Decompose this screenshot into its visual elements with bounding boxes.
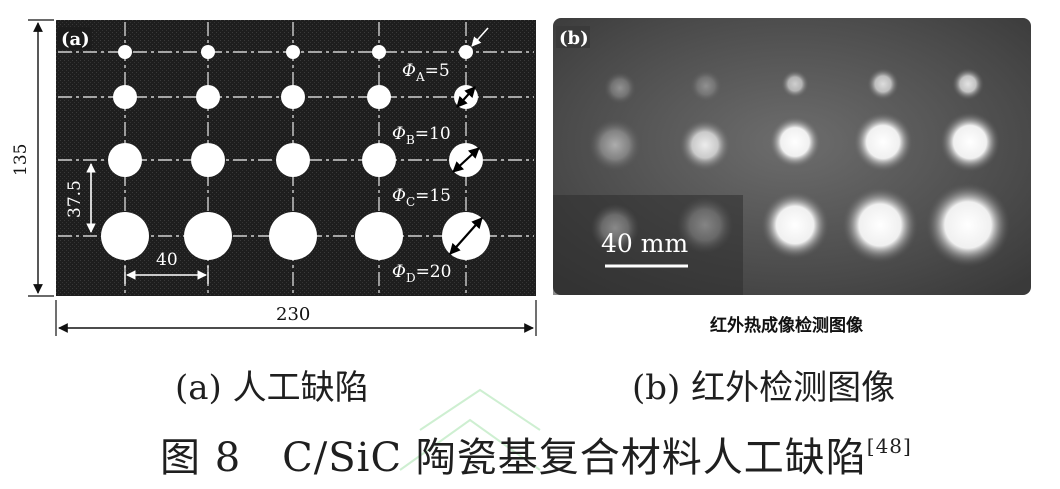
dim-spacing-y: 37.5: [65, 163, 96, 233]
figure-title-text: 图 8 C/SiC 陶瓷基复合材料人工缺陷: [160, 435, 867, 481]
dim-width-label: 230: [276, 304, 310, 325]
phi-c-label: ΦC=15: [392, 186, 451, 209]
figure-reference: [48]: [866, 434, 912, 458]
dim-spacing-x-label: 40: [156, 250, 178, 270]
dim-spacing-x: 40: [124, 250, 209, 284]
dim-width: 230: [55, 300, 537, 336]
caption-a: (a) 人工缺陷: [175, 368, 369, 408]
diameter-arrows: [449, 86, 483, 255]
defect-holes: [101, 45, 490, 260]
ir-hotspots: [589, 68, 1010, 267]
panel-b-label: (b): [559, 28, 589, 49]
ir-caption-label: 红外热成像检测图像: [710, 316, 863, 336]
phi-d-label: ΦD=20: [392, 262, 451, 285]
scale-bar-label: 40 mm: [601, 229, 688, 258]
panel-a-label: (a): [61, 29, 90, 50]
dim-height-label: 135: [11, 144, 31, 176]
diameter-labels: ΦA=5 ΦB=10 ΦC=15 ΦD=20: [392, 61, 451, 285]
figure-title: 图 8 C/SiC 陶瓷基复合材料人工缺陷[48]: [160, 425, 912, 483]
panel-a-label-bg: [58, 27, 92, 49]
panel-b: 40 mm (b): [553, 18, 1031, 295]
caption-b: (b) 红外检测图像: [632, 368, 896, 408]
dim-spacing-y-label: 37.5: [65, 180, 85, 218]
dim-height: 135: [11, 19, 54, 297]
panel-b-label-bg: [556, 26, 590, 48]
phi-a-arrow: [471, 27, 489, 47]
phi-a-label: ΦA=5: [402, 61, 450, 84]
panel-a: (a) ΦA=5 ΦB=10 ΦC=15 ΦD=20 37.5 40 135: [11, 19, 537, 336]
watermark: [399, 388, 541, 471]
phi-b-label: ΦB=10: [392, 124, 451, 147]
